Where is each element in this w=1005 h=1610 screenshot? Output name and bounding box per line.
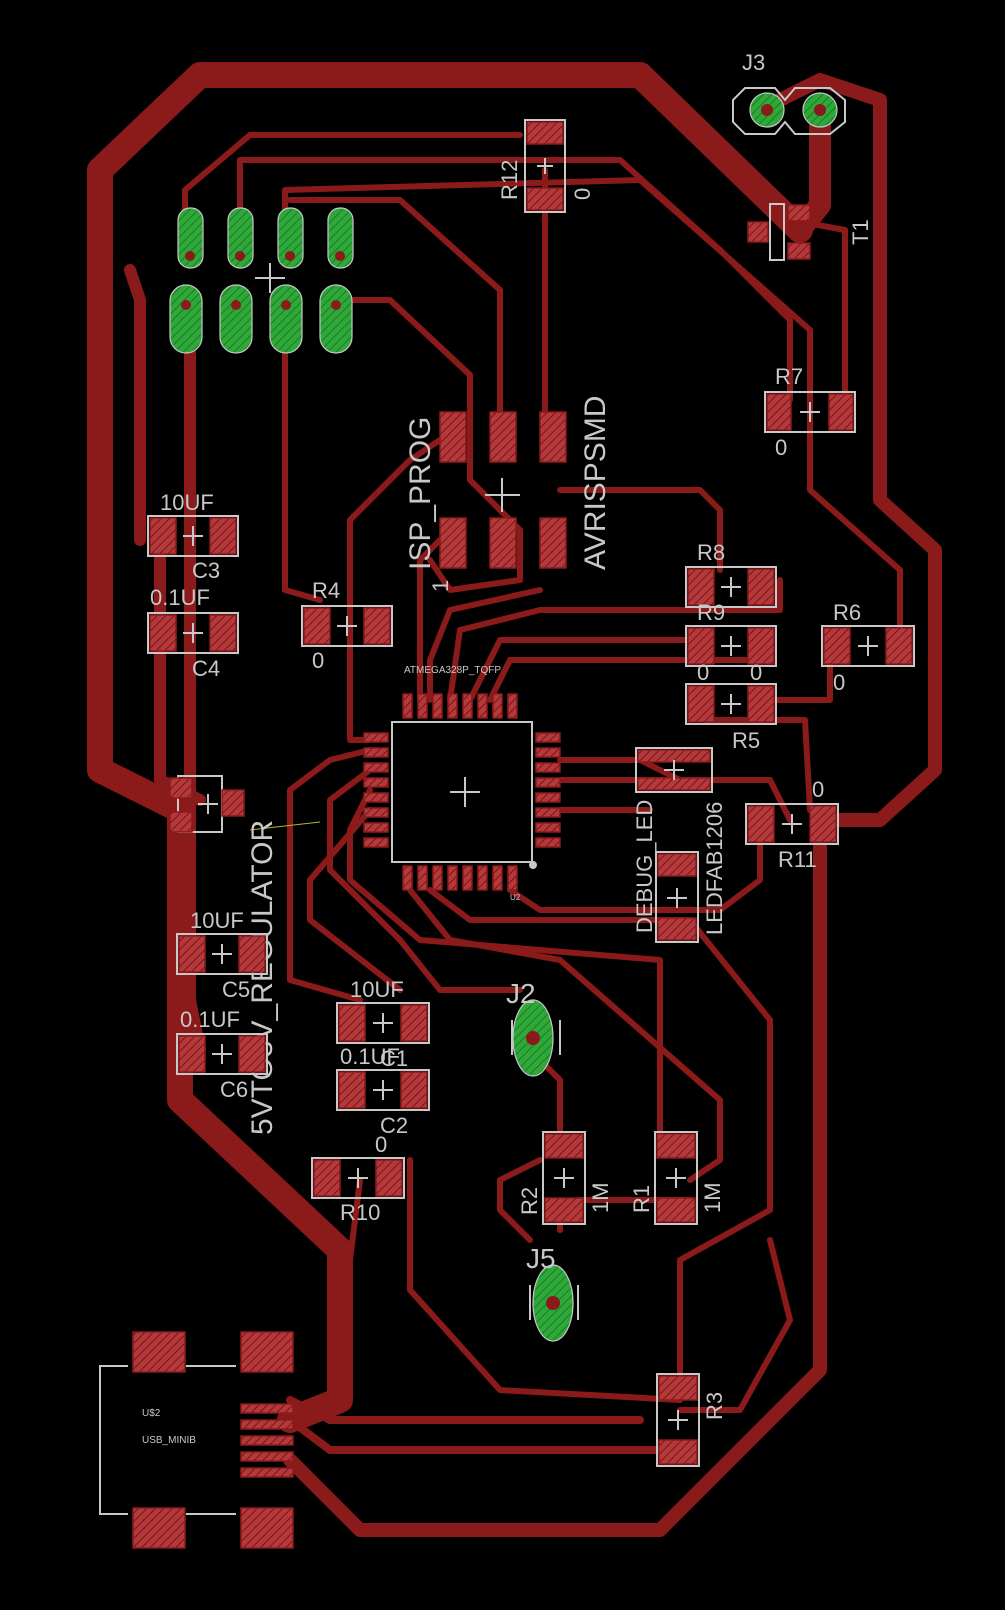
r11-value: 0 [812,777,824,802]
r6-value: 0 [833,670,845,695]
pin-header-2x4 [169,207,354,354]
resistor-r11: 0 R11 [745,777,839,872]
r2-label: R2 [517,1187,542,1215]
r2-value: 1M [588,1182,613,1213]
c1-label: C1 [380,1046,408,1071]
j5-label: J5 [526,1243,556,1274]
c5-label: C5 [222,977,250,1002]
c2-label: C2 [380,1113,408,1138]
isp-prog-label: ISP_PROG [404,417,437,570]
c3-label: C3 [192,558,220,583]
r7-label: R7 [775,364,803,389]
resistor-r7: R7 0 [764,364,856,460]
c6-label: C6 [220,1077,248,1102]
ledfab1206-label: LEDFAB1206 [702,802,727,935]
r3-label: R3 [702,1392,727,1420]
resistor-r12: R12 0 [497,119,595,213]
debug-led-label: DEBUG_LED [632,800,657,933]
t1-label: T1 [848,219,873,245]
pad-j5: J5 [526,1243,579,1342]
r10-value: 0 [375,1132,387,1157]
r12-value: 0 [570,188,595,200]
avrispsmd-label: AVRISPSMD [579,396,612,570]
capacitor-c5: 10UF C5 [176,908,268,1002]
usb-mini-b-connector: U$2 USB_MINIB [99,1331,294,1549]
c4-label: C4 [192,656,220,681]
resistor-r3: R3 [656,1373,727,1467]
resistor-r2: R2 1M [517,1131,613,1225]
capacitor-c6: 0.1UF C6 [176,1007,268,1102]
r11-label: R11 [778,847,817,872]
r8-label: R8 [697,540,725,565]
r4-value: 0 [312,648,324,673]
usb-ref-label: U$2 [142,1408,161,1419]
r5-value: 0 [697,660,709,685]
j3-label: J3 [742,50,765,75]
c3-value: 10UF [160,490,214,515]
resistor-r9: R9 0 [685,600,777,685]
r1-label: R1 [629,1185,654,1213]
r7-value: 0 [775,435,787,460]
r4-label: R4 [312,578,340,603]
regulator-label: 5VTO3V_REGULATOR [246,820,279,1135]
resistor-r10: 0 R10 [311,1132,405,1225]
r5-label: R5 [732,728,760,753]
header-j3: J3 [732,50,846,135]
pad-j2: J2 [506,978,561,1077]
r9-value: 0 [750,660,762,685]
resistor-r8: R8 [685,540,777,608]
capacitor-c1: 10UF C1 [336,977,430,1071]
u2-label: U2 [510,893,521,902]
r9-label: R9 [697,600,725,625]
resistor-r4: R4 0 [301,578,393,673]
r1-value: 1M [700,1182,725,1213]
c4-value: 0.1UF [150,585,210,610]
r10-label: R10 [340,1200,380,1225]
transistor-t1: T1 [747,203,873,261]
isp-header: ISP_PROG AVRISPSMD 1 [404,396,612,592]
led-ledfab1206: LEDFAB1206 [655,802,727,943]
c6-value: 0.1UF [180,1007,240,1032]
c5-value: 10UF [190,908,244,933]
r12-label: R12 [497,160,522,200]
resistor-r1: R1 1M [629,1131,725,1225]
atmega-label: ATMEGA328P_TQFP [404,665,501,676]
debug-led: DEBUG_LED [632,747,713,933]
c2-value: 0.1UF [340,1044,400,1069]
resistor-r6: R6 0 [821,600,915,695]
capacitor-c3: 10UF C3 [147,490,239,583]
j2-label: J2 [506,978,536,1009]
voltage-regulator: 5VTO3V_REGULATOR [169,775,321,1135]
c1-value: 10UF [350,977,404,1002]
isp-pin1-label: 1 [428,580,453,592]
atmega328p-chip: ATMEGA328P_TQFP U2 [363,665,561,902]
capacitor-c2: 0.1UF C2 [336,1044,430,1138]
capacitor-c4: 0.1UF C4 [147,585,239,681]
r6-label: R6 [833,600,861,625]
resistor-r5: 0 R5 [685,660,777,753]
usb-name-label: USB_MINIB [142,1435,196,1446]
